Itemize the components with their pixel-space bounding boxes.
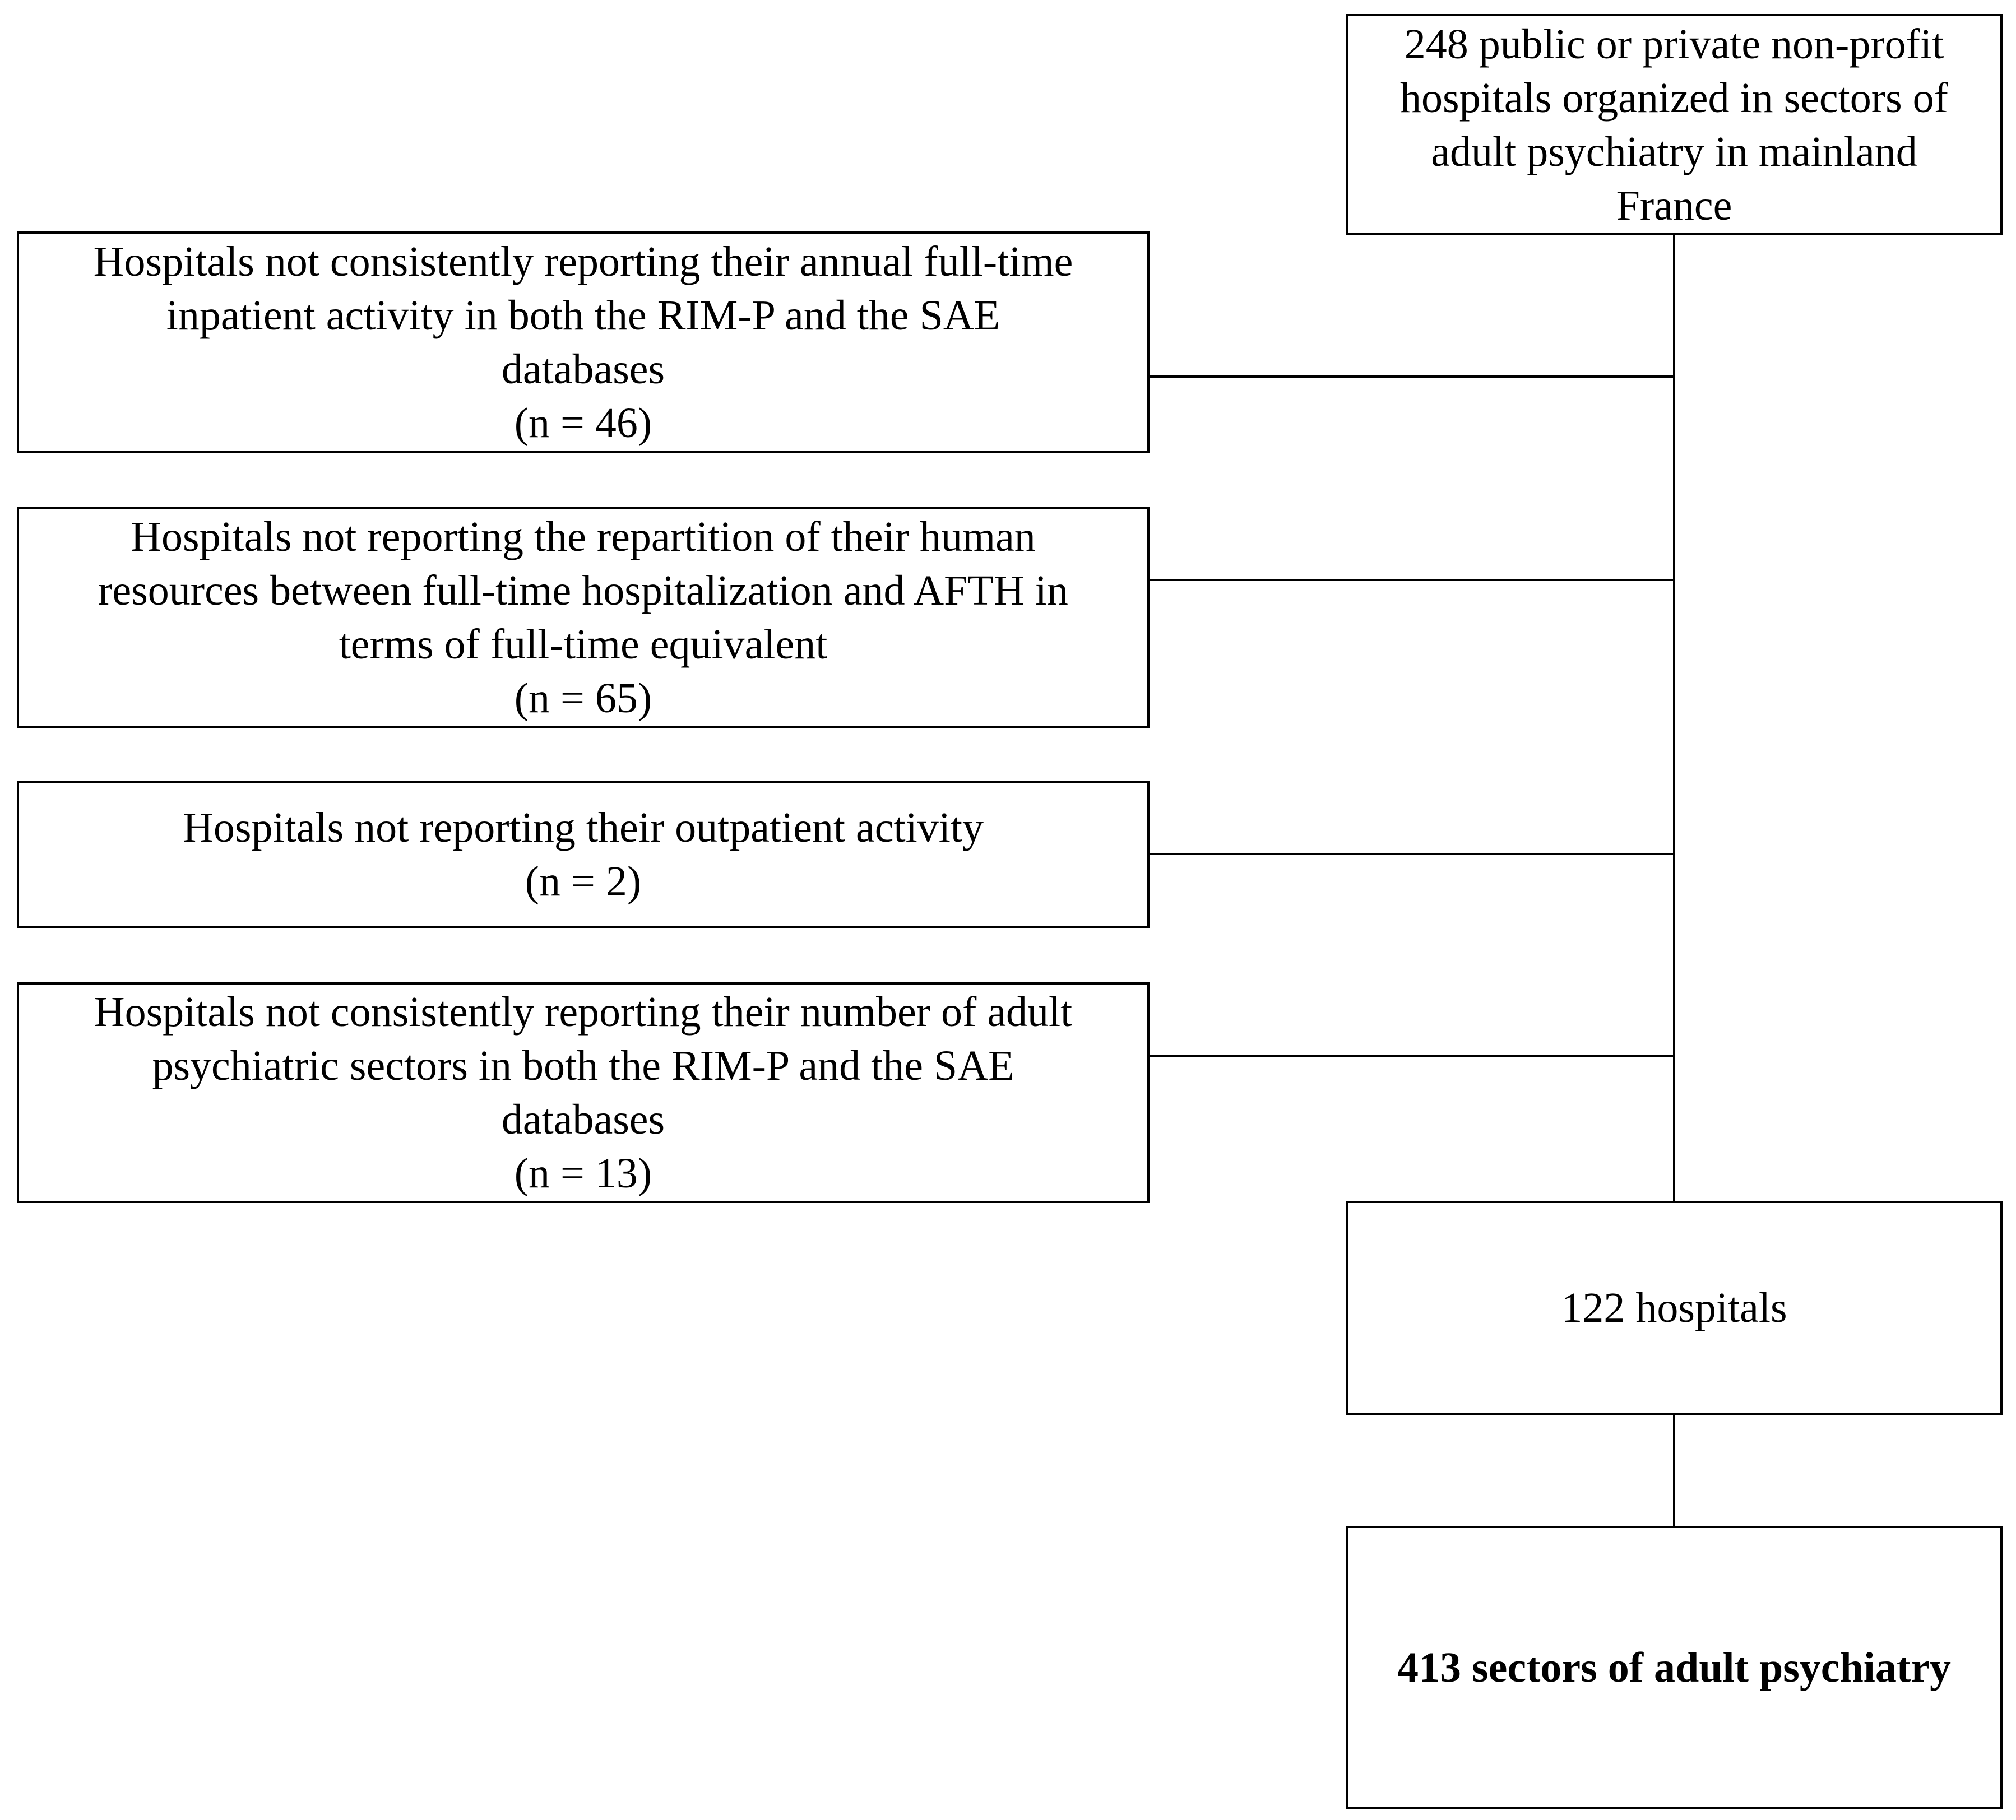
exclusion-count: (n = 65) [514,675,652,722]
exclusion-line: databases [501,1096,665,1143]
exclusion-connector-2 [1150,579,1674,581]
exclusion-line: resources between full-time hospitalizat… [98,567,1068,614]
start-box: 248 public or private non-profit hospita… [1346,14,2003,235]
exclusion-box-1: Hospitals not consistently reporting the… [17,231,1150,453]
start-box-line: 248 public or private non-profit [1404,20,1944,68]
exclusion-count: (n = 2) [525,858,642,905]
start-box-line: hospitals organized in sectors of [1400,74,1948,122]
exclusion-line: Hospitals not reporting the repartition … [131,513,1036,560]
result-to-final-connector [1673,1415,1675,1526]
main-vertical-connector [1673,235,1675,1202]
exclusion-count: (n = 13) [514,1150,652,1197]
exclusion-line: databases [501,346,665,393]
final-sectors-label: 413 sectors of adult psychiatry [1397,1644,1951,1691]
exclusion-line: terms of full-time equivalent [339,621,828,668]
exclusion-line: Hospitals not reporting their outpatient… [183,804,984,851]
result-hospitals-label: 122 hospitals [1561,1284,1787,1331]
exclusion-box-2: Hospitals not reporting the repartition … [17,507,1150,728]
result-hospitals-box: 122 hospitals [1346,1201,2003,1415]
exclusion-connector-3 [1150,853,1674,855]
final-sectors-box: 413 sectors of adult psychiatry [1346,1526,2003,1809]
exclusion-line: psychiatric sectors in both the RIM-P an… [152,1042,1014,1089]
start-box-line: adult psychiatry in mainland [1431,128,1917,175]
exclusion-box-3: Hospitals not reporting their outpatient… [17,781,1150,928]
exclusion-line: Hospitals not consistently reporting the… [94,988,1073,1036]
exclusion-count: (n = 46) [514,400,652,447]
exclusion-connector-4 [1150,1055,1674,1057]
exclusion-line: inpatient activity in both the RIM-P and… [166,292,1000,339]
exclusion-connector-1 [1150,375,1674,378]
start-box-line: France [1616,182,1732,229]
exclusion-box-4: Hospitals not consistently reporting the… [17,982,1150,1203]
exclusion-line: Hospitals not consistently reporting the… [93,238,1073,285]
